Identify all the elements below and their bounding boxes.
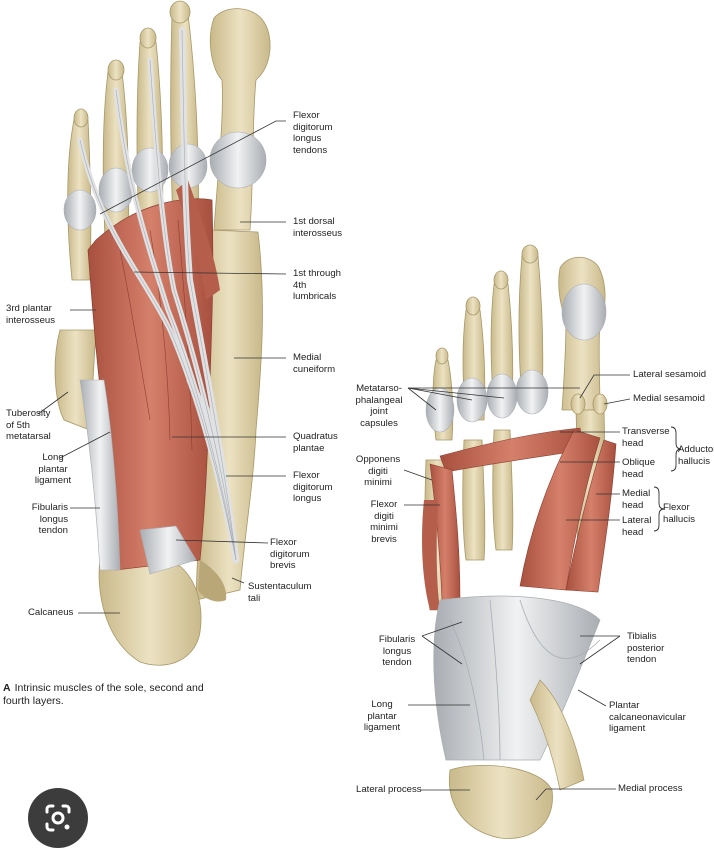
- label-transverse-head: Transverse head: [622, 426, 670, 449]
- left-tendon-outlines: [79, 29, 237, 561]
- label-lateral-process: Lateral process: [356, 784, 422, 795]
- label-oblique-head: Oblique head: [622, 457, 656, 480]
- label-medial-cuneiform: Medial cuneiform: [293, 352, 336, 375]
- label-quadratus-plantae: Quadratus plantae: [293, 431, 338, 454]
- label-fibularis-longus-tendon-right: Fibularis longus tendon: [378, 634, 416, 668]
- label-fibularis-longus-tendon: Fibularis longus tendon: [31, 502, 68, 536]
- label-lumbricals: 1st through 4th lumbricals: [293, 268, 342, 302]
- right-hindfoot: [433, 595, 601, 839]
- right-foot-muscles: [422, 427, 617, 610]
- label-3rd-plantar-interosseus: 3rd plantar interosseus: [6, 303, 56, 326]
- label-lateral-head: Lateral head: [622, 515, 652, 538]
- caption-text: Intrinsic muscles of the sole, second an…: [3, 682, 204, 707]
- label-plantar-calcaneonavicular-ligament: Plantar calcaneonavicular ligament: [609, 700, 686, 734]
- label-medial-process: Medial process: [618, 783, 683, 794]
- label-flexor-digitorum-longus-tendons: Flexor digitorum longus tendons: [293, 110, 333, 156]
- label-long-plantar-ligament: Long plantar ligament: [34, 452, 72, 486]
- label-mtp-joint-capsules: Metatarso- phalangeal joint capsules: [355, 383, 403, 429]
- label-opponens-digiti-minimi: Opponens digiti minimi: [355, 454, 401, 488]
- caption-letter: A: [3, 682, 11, 694]
- label-medial-head: Medial head: [622, 488, 651, 511]
- label-brackets: [653, 426, 682, 532]
- left-long-plantar-ligament-shape: [79, 379, 121, 571]
- right-foot-illustration: [422, 244, 617, 839]
- right-joint-capsules: [425, 283, 607, 433]
- label-calcaneus: Calcaneus: [28, 607, 74, 618]
- left-fdb-base-shape: [139, 525, 197, 575]
- label-long-plantar-ligament-right: Long plantar ligament: [363, 699, 401, 733]
- label-sustentaculum-tali: Sustentaculum tali: [248, 581, 312, 604]
- left-foot-illustration: [54, 0, 271, 666]
- lens-search-button[interactable]: [28, 788, 88, 848]
- label-tuberosity-5th-metatarsal: Tuberosity of 5th metatarsal: [6, 408, 51, 442]
- label-lateral-sesamoid: Lateral sesamoid: [633, 369, 707, 380]
- label-tibialis-posterior-tendon: Tibialis posterior tendon: [627, 631, 665, 665]
- label-medial-sesamoid: Medial sesamoid: [633, 393, 705, 404]
- label-flexor-digitorum-brevis: Flexor digitorum brevis: [270, 537, 310, 571]
- label-flexor-hallucis: Flexor hallucis: [663, 502, 695, 525]
- leader-lines: [37, 120, 631, 801]
- right-sesamoids: [570, 393, 608, 415]
- label-flexor-digiti-minimi-brevis: Flexor digiti minimi brevis: [370, 499, 398, 545]
- label-adductor-hallucis: Adductor hallucis: [678, 444, 714, 467]
- label-flexor-digitorum-longus: Flexor digitorum longus: [293, 470, 333, 504]
- label-1st-dorsal-interosseus: 1st dorsal interosseus: [293, 216, 343, 239]
- lens-camera-icon: [45, 804, 71, 832]
